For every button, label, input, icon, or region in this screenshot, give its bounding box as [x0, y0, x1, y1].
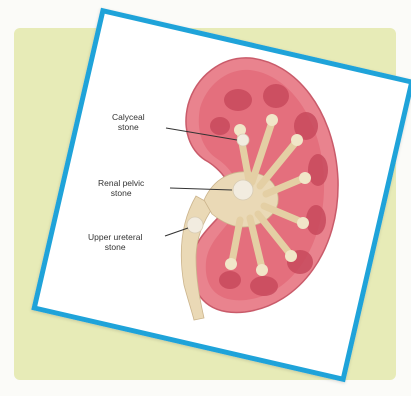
renal-pelvic-stone-label: Renal pelvic stone [98, 178, 144, 198]
calyceal-stone [237, 134, 249, 146]
calyceal-stone-label: Calyceal stone [112, 112, 145, 132]
upper-ureteral-stone-label: Upper ureteral stone [88, 232, 142, 252]
renal-pelvic-stone [233, 180, 253, 200]
upper-ureteral-stone [187, 217, 203, 233]
